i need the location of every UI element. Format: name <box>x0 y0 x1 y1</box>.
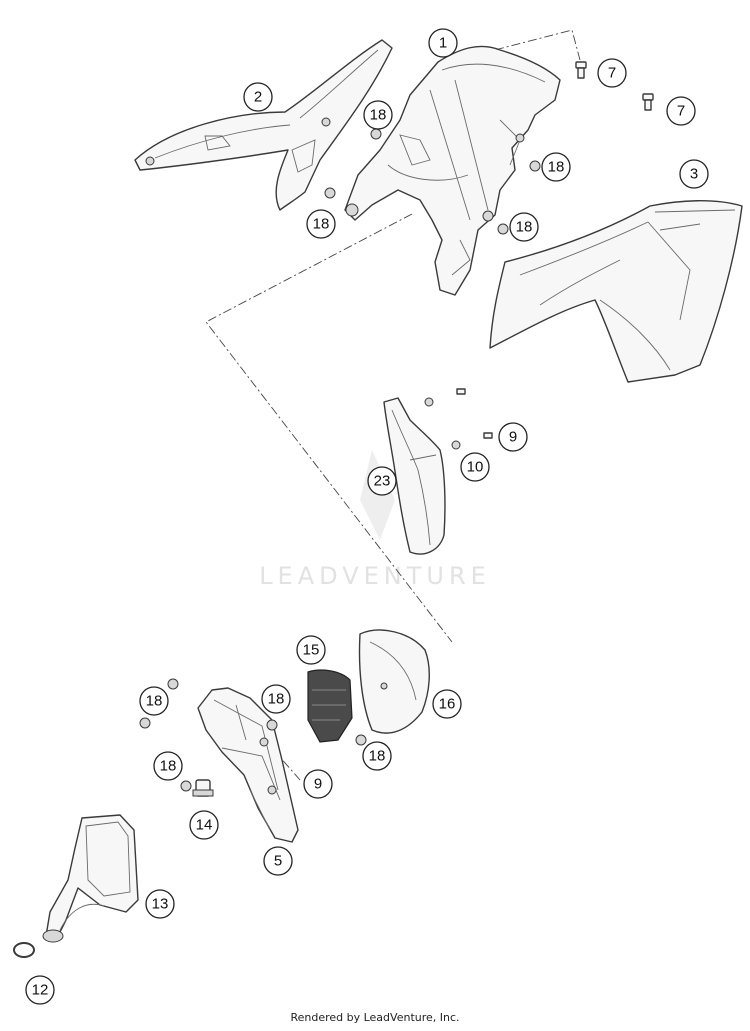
svg-text:10: 10 <box>467 459 484 476</box>
nut-10a <box>424 397 434 407</box>
bolt-7a <box>575 61 587 79</box>
svg-text:18: 18 <box>516 219 533 236</box>
callout-10[interactable]: 10 <box>460 452 490 482</box>
svg-text:9: 9 <box>509 429 517 446</box>
svg-text:18: 18 <box>268 691 285 708</box>
nut-18-filter <box>355 734 367 746</box>
callout-3[interactable]: 3 <box>679 159 709 189</box>
watermark: LEADVENTURE <box>259 450 491 590</box>
svg-text:14: 14 <box>196 817 213 834</box>
nut-18b <box>324 187 336 199</box>
leader-line-airbox <box>205 213 453 643</box>
nut-18h <box>180 780 192 792</box>
svg-text:9: 9 <box>314 776 322 793</box>
svg-text:18: 18 <box>146 693 163 710</box>
svg-text:18: 18 <box>160 758 177 775</box>
svg-text:1: 1 <box>439 35 447 52</box>
svg-text:2: 2 <box>254 89 262 106</box>
svg-text:7: 7 <box>608 65 616 82</box>
airbox-frame-mount <box>344 45 561 296</box>
svg-text:18: 18 <box>369 748 386 765</box>
svg-text:18: 18 <box>313 216 330 233</box>
footer-credit: Rendered by LeadVenture, Inc. <box>290 1011 460 1024</box>
fitting-14 <box>192 779 214 797</box>
intake-boot <box>42 814 139 943</box>
svg-text:7: 7 <box>677 103 685 120</box>
callout-1[interactable]: 1 <box>428 28 458 58</box>
nut-18a <box>370 128 382 140</box>
right-side-panel <box>489 200 743 383</box>
callout-9a[interactable]: 9 <box>498 422 528 452</box>
callout-18f[interactable]: 18 <box>261 684 291 714</box>
svg-text:13: 13 <box>152 896 169 913</box>
callout-18h[interactable]: 18 <box>153 751 183 781</box>
svg-text:16: 16 <box>439 696 456 713</box>
nut-18d <box>497 223 509 235</box>
nut-10b <box>451 440 461 450</box>
nut-18f <box>139 717 151 729</box>
hose-clamp <box>13 942 35 958</box>
callout-18c[interactable]: 18 <box>541 152 571 182</box>
callout-18d[interactable]: 18 <box>509 212 539 242</box>
nut-18e <box>167 678 179 690</box>
callout-18g[interactable]: 18 <box>362 741 392 771</box>
callout-23[interactable]: 23 <box>367 466 397 496</box>
svg-text:12: 12 <box>32 982 49 999</box>
watermark-logo <box>360 450 395 540</box>
callout-13[interactable]: 13 <box>145 889 175 919</box>
callout-7a[interactable]: 7 <box>597 58 627 88</box>
left-side-panel <box>134 39 393 211</box>
callout-16[interactable]: 16 <box>432 689 462 719</box>
nut-18c <box>529 160 541 172</box>
filter-cover <box>358 629 430 734</box>
watermark-text: LEADVENTURE <box>259 562 491 590</box>
callout-14[interactable]: 14 <box>189 810 219 840</box>
callout-12[interactable]: 12 <box>25 975 55 1005</box>
bolt-7b <box>642 93 654 111</box>
svg-text:3: 3 <box>690 166 698 183</box>
callout-15[interactable]: 15 <box>296 635 326 665</box>
callout-9b[interactable]: 9 <box>303 769 333 799</box>
svg-text:18: 18 <box>370 107 387 124</box>
callout-2[interactable]: 2 <box>243 82 273 112</box>
intake-guard <box>383 397 446 555</box>
nut-18g <box>266 719 278 731</box>
callout-18a[interactable]: 18 <box>363 100 393 130</box>
callout-18b[interactable]: 18 <box>306 209 336 239</box>
svg-text:5: 5 <box>274 853 282 870</box>
svg-text:23: 23 <box>374 473 391 490</box>
svg-text:15: 15 <box>303 642 320 659</box>
screw-9a <box>456 388 466 395</box>
air-filter <box>307 669 353 743</box>
callout-5[interactable]: 5 <box>263 846 293 876</box>
screw-9b <box>483 432 493 439</box>
callout-7b[interactable]: 7 <box>666 96 696 126</box>
callout-18e[interactable]: 18 <box>139 686 169 716</box>
svg-text:18: 18 <box>548 159 565 176</box>
